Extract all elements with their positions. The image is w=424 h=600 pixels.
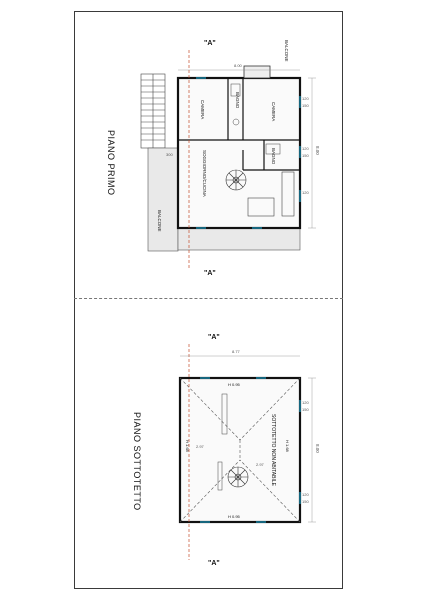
bath-fixture <box>232 118 240 126</box>
dimension-label: 300 <box>166 152 173 157</box>
dimension-label: 150 <box>302 103 309 108</box>
section-marker-bottom: "A" <box>208 560 220 567</box>
lower-plan-title: PIANO SOTTOTETTO <box>132 412 142 511</box>
height-label: H 0.95 <box>228 382 240 387</box>
height-label: H 0.95 <box>228 514 240 519</box>
dimension-label: 8.00 <box>315 146 320 155</box>
section-marker-bottom: "A" <box>204 270 216 277</box>
dimension-label: 150 <box>302 407 309 412</box>
bath-fixture <box>265 143 281 155</box>
dimension-label: 2.97 <box>256 462 264 467</box>
roof-ridges <box>179 377 301 523</box>
dimension-label: 150 <box>302 153 309 158</box>
dimension-label: 8.00 <box>315 444 320 453</box>
room-label: BALCONE <box>157 210 162 232</box>
sheet-divider <box>74 298 343 299</box>
terrace-hatch <box>147 147 301 252</box>
dimension-label: 2.97 <box>196 444 204 449</box>
dimension-label: 8.00 <box>234 63 242 68</box>
bath-fixture <box>230 83 241 97</box>
external-stair <box>140 73 166 149</box>
dimension-label: 120 <box>302 96 309 101</box>
room-label: BAGNO <box>235 92 240 109</box>
dimension-label: 8.77 <box>232 349 240 354</box>
piano-sottotetto-plan <box>178 344 316 560</box>
top-balcony <box>243 65 271 79</box>
room-label: BALCONE <box>284 40 289 62</box>
room-label: CAMERA <box>271 102 276 122</box>
height-label: H 1.68 <box>185 440 190 452</box>
dimension-label: 120 <box>302 146 309 151</box>
room-label: SOGGIORNO/CUCINA <box>202 150 207 197</box>
spiral-stair <box>225 169 247 191</box>
piano-primo-plan <box>140 50 316 268</box>
dimension-lines <box>180 355 316 523</box>
skylight <box>217 461 223 491</box>
room-label: CAMERA <box>200 100 205 120</box>
kitchen-counter <box>281 171 295 217</box>
internal-walls <box>178 78 300 171</box>
windows <box>196 77 301 229</box>
upper-plan-title: PIANO PRIMO <box>106 130 116 196</box>
dimension-label: 120 <box>302 492 309 497</box>
dimension-label: 120 <box>302 190 309 195</box>
room-label: SOTTOTETTO NON ABITABILE <box>270 414 276 486</box>
dimension-label: 120 <box>302 400 309 405</box>
section-marker-top: "A" <box>204 40 216 47</box>
dining-table <box>247 197 275 217</box>
skylight <box>221 393 228 435</box>
dimension-label: 150 <box>302 499 309 504</box>
room-label: BAGNO <box>271 148 276 165</box>
section-marker-top: "A" <box>208 334 220 341</box>
height-label: H 1.68 <box>285 440 290 452</box>
spiral-stair <box>227 466 249 488</box>
dimension-lines <box>178 69 316 229</box>
windows <box>200 377 301 523</box>
